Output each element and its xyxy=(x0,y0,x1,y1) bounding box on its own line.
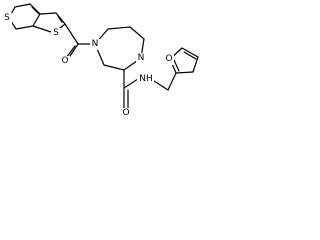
bond xyxy=(39,12,57,15)
bond xyxy=(14,3,31,8)
atom-labels: S S O N N O NH O xyxy=(2,13,174,119)
bond xyxy=(32,13,41,27)
oxygen-atom-label: O xyxy=(165,54,172,64)
bond xyxy=(129,26,145,40)
bond xyxy=(55,12,66,25)
bond xyxy=(192,56,199,73)
bond xyxy=(181,47,199,58)
bond xyxy=(173,59,180,72)
carboxamide-group xyxy=(123,69,139,109)
bond xyxy=(29,3,41,15)
bond xyxy=(153,80,169,91)
oxygen-atom-label: O xyxy=(122,108,129,118)
bond xyxy=(183,51,197,60)
sulfur-atom-label: S xyxy=(4,13,10,23)
bond xyxy=(123,78,139,89)
bond xyxy=(32,25,55,34)
bond xyxy=(31,6,40,15)
nitrogen-atom-label: N xyxy=(138,53,145,63)
bond xyxy=(64,23,79,45)
chemical-structure: S S O N N O NH O xyxy=(2,3,199,119)
amide-nh-label: NH xyxy=(139,74,153,84)
bond xyxy=(15,25,34,30)
bond xyxy=(175,71,194,74)
sulfur-atom-label: S xyxy=(53,28,59,38)
bond xyxy=(167,72,177,91)
oxygen-atom-label: O xyxy=(61,56,68,66)
nitrogen-atom-label: N xyxy=(92,39,99,49)
furan-methyl-group xyxy=(153,47,199,91)
bond xyxy=(103,64,125,71)
bond xyxy=(57,15,63,23)
bond xyxy=(107,26,131,30)
